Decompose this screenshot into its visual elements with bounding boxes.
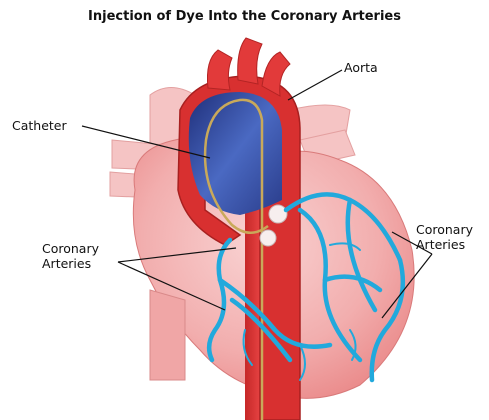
label-line: Arteries — [42, 256, 99, 271]
label-line: Arteries — [416, 237, 473, 252]
aortic-arch-inner — [189, 92, 282, 215]
label-catheter: Catheter — [12, 118, 67, 133]
label-aorta: Aorta — [344, 60, 378, 75]
vena-cava — [150, 290, 185, 380]
leader-aorta — [288, 70, 342, 100]
label-line: Coronary — [42, 241, 99, 256]
label-coronary-arteries-left: Coronary Arteries — [42, 241, 99, 271]
label-line: Coronary — [416, 222, 473, 237]
label-coronary-arteries-right: Coronary Arteries — [416, 222, 473, 252]
